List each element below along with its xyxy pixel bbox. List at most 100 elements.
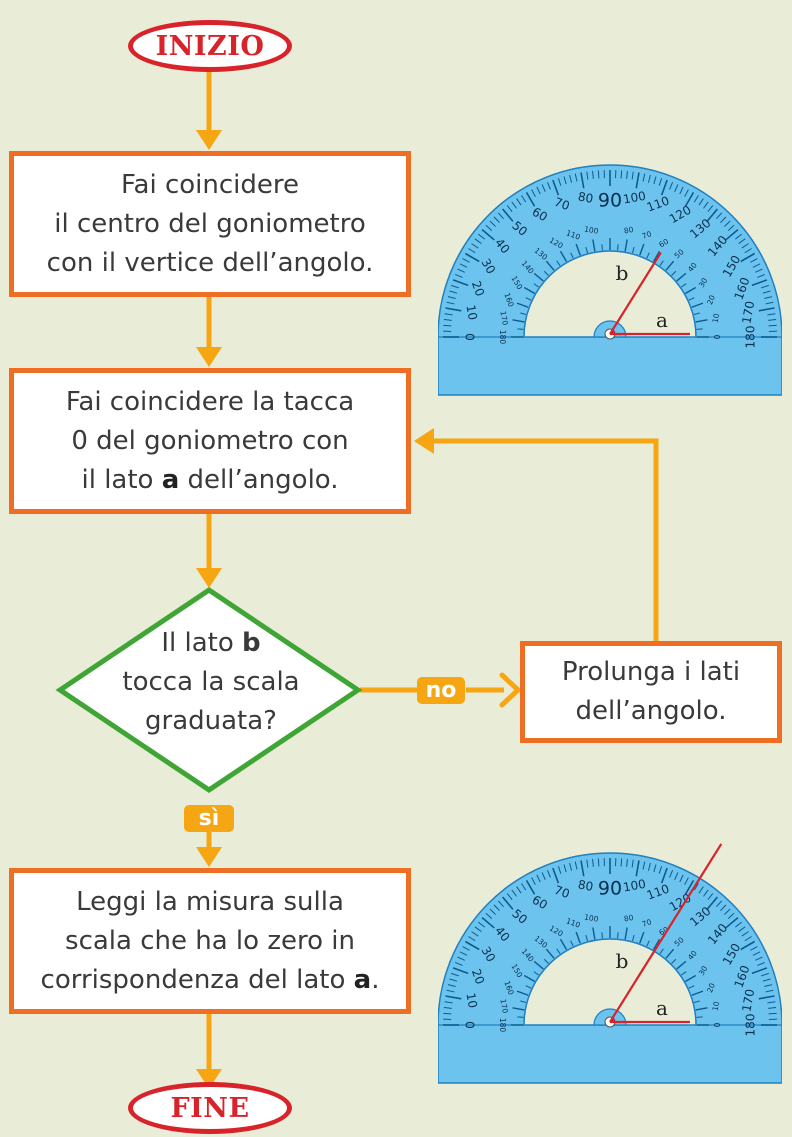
protractor-inner-tick [559, 250, 568, 263]
protractor-outer-tick [457, 956, 465, 961]
protractor-outer-tick [546, 181, 551, 190]
protractor-inner-label: 80 [623, 225, 634, 236]
side-a-label: a [656, 308, 668, 332]
end-terminal: FINE [128, 1082, 292, 1134]
protractor-outer-tick [452, 279, 469, 287]
process-read-measure: Leggi la misura sulla scala che ha lo ze… [9, 868, 411, 1014]
protractor-outer-tick [478, 233, 486, 240]
arrowhead-down [196, 130, 222, 150]
protractor-inner-tick [543, 270, 549, 276]
process-align-zero: Fai coincidere la tacca 0 del goniometro… [9, 368, 411, 514]
protractor-outer-label: 180 [744, 326, 758, 349]
branch-yes-label: sì [184, 805, 234, 832]
protractor-inner-tick [517, 328, 524, 330]
protractor-outer-tick [546, 869, 551, 878]
protractor-outer-label: 0 [463, 1021, 477, 1029]
protractor-outer-tick [740, 252, 756, 263]
protractor-outer-tick [541, 184, 546, 192]
protractor-outer-tick [481, 229, 495, 241]
protractor-inner-tick [693, 1000, 700, 1003]
protractor-outer-tick [658, 866, 663, 874]
start-label: INIZIO [155, 30, 265, 62]
protractor-inner-tick [695, 319, 708, 323]
protractor-inner-tick [684, 286, 697, 295]
protractor-outer-tick [706, 208, 718, 222]
protractor-outer-tick [693, 883, 699, 891]
protractor-outer-tick [626, 170, 628, 179]
protractor-outer-tick [716, 212, 723, 220]
protractor-inner-tick [680, 283, 687, 288]
protractor-inner-label: 0 [713, 334, 722, 339]
protractor-outer-tick [669, 869, 674, 878]
protractor-outer-tick [727, 224, 735, 231]
decision-text-line: tocca la scala [122, 667, 300, 697]
protractor-outer-tick [445, 307, 462, 312]
protractor-outer-tick [446, 301, 455, 305]
protractor-outer-tick [698, 886, 704, 894]
side-b-bold: b [242, 628, 261, 658]
protractor-outer-tick [724, 908, 731, 915]
protractor-inner-label: 70 [641, 229, 653, 241]
protractor-inner-tick [632, 247, 635, 254]
protractor-inner-tick [575, 931, 581, 944]
protractor-outer-tick [516, 886, 522, 894]
protractor-outer-label: 70 [552, 195, 571, 213]
protractor-outer-tick [658, 178, 663, 186]
protractor-outer-tick [755, 268, 763, 273]
start-terminal: INIZIO [128, 20, 292, 72]
protractor-outer-tick [468, 248, 476, 254]
protractor-outer-tick [592, 858, 594, 867]
protractor-outer-tick [521, 883, 527, 891]
protractor-inner-tick [556, 260, 561, 267]
protractor-outer-tick [631, 859, 634, 868]
protractor-inner-tick [575, 243, 581, 256]
protractor-outer-tick [478, 921, 486, 928]
side-a-bold: a [353, 964, 372, 995]
protractor-inner-tick [585, 935, 588, 942]
protractor-inner-tick [601, 932, 603, 939]
protractor-outer-tick [684, 877, 689, 885]
decision-text-line: Il lato b [81, 624, 341, 663]
protractor-inner-tick [665, 948, 675, 959]
protractor-inner-label: 180 [498, 330, 507, 345]
protractor-outer-label: 0 [463, 333, 477, 341]
protractor-outer-tick [454, 961, 463, 966]
process-text-line: corrispondenza del lato a. [41, 961, 380, 1000]
protractor-inner-label: 100 [583, 912, 599, 923]
protractor-outer-label: 180 [744, 1014, 758, 1037]
protractor-outer-tick [669, 181, 674, 190]
protractor-outer-tick [768, 324, 777, 327]
protractor-outer-tick [485, 912, 493, 919]
protractor-inner-label: 60 [657, 925, 670, 938]
protractor-outer-tick [757, 961, 766, 966]
protractor-outer-tick [443, 324, 452, 327]
protractor-outer-tick [597, 858, 600, 867]
protractor-inner-tick [693, 312, 700, 315]
protractor-outer-tick [521, 195, 527, 203]
protractor-outer-tick [552, 867, 560, 884]
protractor-outer-tick [750, 946, 758, 951]
protractor-outer-tick [751, 279, 768, 287]
protractor-outer-tick [761, 284, 769, 289]
protractor-inner-tick [676, 272, 687, 282]
protractor-outer-tick [586, 171, 589, 180]
side-a-label: a [656, 996, 668, 1020]
protractor-outer-tick [752, 263, 761, 268]
protractor-inner-tick [639, 243, 645, 256]
protractor-outer-tick [536, 874, 541, 883]
protractor-outer-tick [481, 917, 495, 929]
protractor-outer-label: 80 [577, 189, 594, 205]
protractor-outer-tick [569, 174, 573, 183]
protractor-outer-tick [764, 984, 773, 988]
protractor-outer-tick [444, 1001, 453, 1004]
protractor-outer-tick [506, 205, 513, 213]
end-label: FINE [170, 1092, 250, 1124]
process-text-line: Prolunga i lati [561, 657, 741, 687]
protractor-outer-tick [443, 319, 452, 321]
protractor-outer-tick [464, 252, 480, 263]
decision-diamond [55, 586, 363, 794]
protractor-inner-label: 170 [498, 310, 509, 326]
protractor-inner-tick [696, 1016, 703, 1018]
